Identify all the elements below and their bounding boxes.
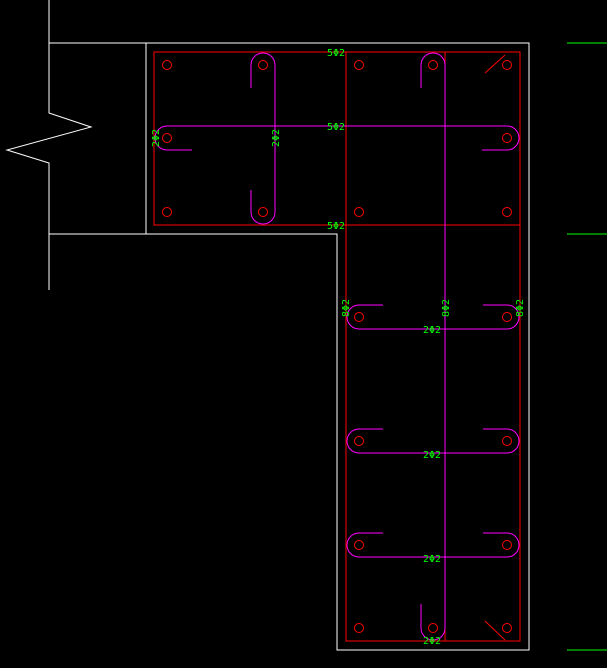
label-web-mid-vertical: 8Φ2 <box>441 299 452 317</box>
rebar-circle <box>428 623 438 633</box>
rebar-circle <box>354 623 364 633</box>
column-outline <box>145 42 530 651</box>
stirrups <box>154 52 520 641</box>
rebar-circle <box>258 60 268 70</box>
label-web-right-vertical: 8Φ2 <box>515 299 526 317</box>
label-flange-inner-vertical: 2Φ2 <box>271 129 282 147</box>
label-flange-mid: 5Φ2 <box>327 122 345 133</box>
rebar-circle <box>502 133 512 143</box>
rebar-circle <box>502 436 512 446</box>
rebar-circle <box>162 133 172 143</box>
label-web-left-vertical: 8Φ2 <box>341 299 352 317</box>
label-flange-left-vertical: 2Φ2 <box>151 129 162 147</box>
stirrup-vertical-web <box>420 52 446 641</box>
reference-marks <box>567 42 607 651</box>
stirrup-vertical-flange <box>250 52 276 225</box>
rebar-circle <box>354 207 364 217</box>
web-tie-2 <box>346 428 520 454</box>
web-tie-3 <box>346 532 520 558</box>
label-web-tie-2: 2Φ2 <box>423 450 441 461</box>
break-line-symbol <box>5 43 93 234</box>
label-web-tie-3: 2Φ2 <box>423 554 441 565</box>
rebar-circle <box>354 540 364 550</box>
stirrup-horizontal-flange <box>154 125 520 151</box>
rebar-circle <box>354 436 364 446</box>
rebar-circle <box>354 312 364 322</box>
corner-tie-bottom-right <box>484 620 506 641</box>
rebar-circle <box>502 623 512 633</box>
rebar-circle <box>502 207 512 217</box>
label-web-tie-1: 2Φ2 <box>423 325 441 336</box>
rebar-circle <box>502 312 512 322</box>
label-top-edge: 5Φ2 <box>327 48 345 59</box>
label-web-bottom: 2Φ2 <box>423 636 441 647</box>
corner-tie-top-right <box>484 54 506 74</box>
rebar-circle <box>258 207 268 217</box>
label-flange-bottom: 5Φ2 <box>327 221 345 232</box>
rebar-circle <box>502 60 512 70</box>
rebar-circle <box>354 60 364 70</box>
rebar-circle <box>162 207 172 217</box>
rebar-circle <box>502 540 512 550</box>
annotations: 5Φ2 5Φ2 5Φ2 2Φ2 2Φ2 8Φ2 8Φ2 8Φ2 2Φ2 2Φ2 … <box>151 48 526 647</box>
web-tie-1 <box>346 304 520 330</box>
rebar-circle <box>162 60 172 70</box>
rebar-bars <box>162 60 512 633</box>
rebar-circle <box>428 60 438 70</box>
adjacent-wall <box>5 0 146 290</box>
